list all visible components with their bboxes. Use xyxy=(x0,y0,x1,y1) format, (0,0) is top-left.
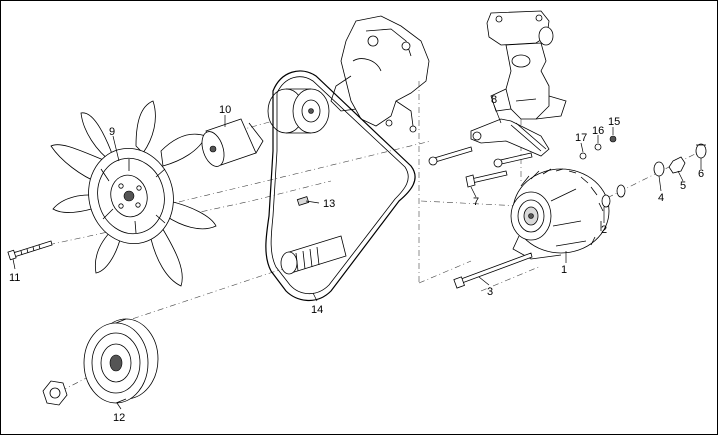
callout-9: 9 xyxy=(109,126,115,138)
callout-10: 10 xyxy=(219,104,231,116)
callout-4: 4 xyxy=(658,192,664,204)
alternator-bracket xyxy=(470,118,550,157)
water-pump-housing xyxy=(330,15,430,133)
fan-bolt xyxy=(7,240,53,261)
bracket-bolts xyxy=(428,146,533,168)
adjusting-bolt xyxy=(465,170,508,188)
woodruff-key xyxy=(296,196,310,206)
fan-spacer xyxy=(201,118,264,167)
callout-15: 15 xyxy=(608,116,620,128)
callout-7: 7 xyxy=(473,196,479,208)
callout-3: 3 xyxy=(487,286,493,298)
washer-4 xyxy=(653,161,665,177)
cap-6 xyxy=(695,143,707,159)
hardware-stack xyxy=(579,135,707,208)
callout-8: 8 xyxy=(491,94,497,106)
alternator xyxy=(510,168,610,260)
crank-nut xyxy=(42,380,68,406)
thermostat-housing xyxy=(486,10,567,120)
callout-2: 2 xyxy=(601,224,607,236)
callout-labels: 1 2 3 4 5 6 7 8 9 10 11 12 13 14 15 16 1… xyxy=(9,94,704,424)
callout-12: 12 xyxy=(113,412,125,424)
nut-15 xyxy=(609,135,617,143)
washer-2 xyxy=(601,194,611,208)
v-belt xyxy=(265,70,416,301)
callout-11: 11 xyxy=(9,272,20,284)
crank-pulley xyxy=(83,318,159,404)
callout-13: 13 xyxy=(323,198,335,210)
callout-5: 5 xyxy=(680,180,686,192)
spacer-17 xyxy=(579,152,587,160)
callout-17: 17 xyxy=(575,132,587,144)
crankshaft-snout xyxy=(280,196,347,275)
callout-16: 16 xyxy=(592,125,604,137)
washer-16 xyxy=(594,143,602,151)
callout-14: 14 xyxy=(311,304,323,316)
leader-lines xyxy=(12,104,702,410)
cooling-fan xyxy=(50,100,217,287)
nut-5 xyxy=(668,156,686,174)
through-bolt xyxy=(453,252,533,289)
callout-6: 6 xyxy=(698,168,704,180)
callout-1: 1 xyxy=(561,264,567,276)
